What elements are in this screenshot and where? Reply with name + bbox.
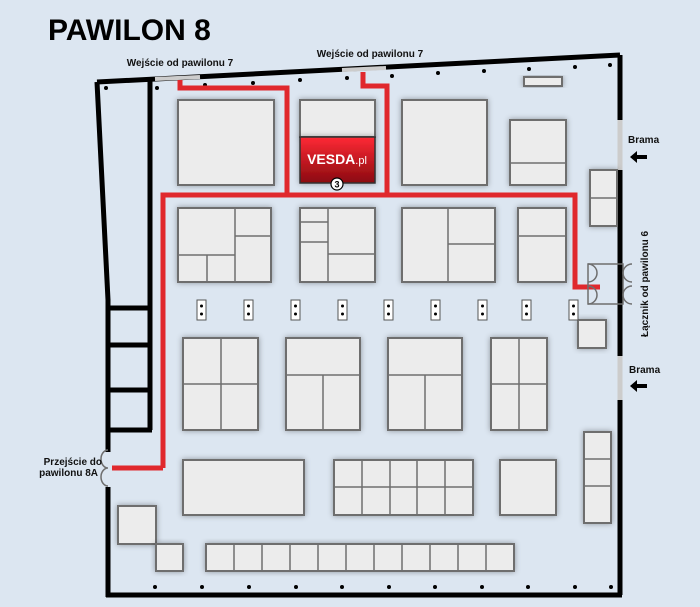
pillar xyxy=(383,299,394,321)
visitor-route xyxy=(112,72,600,471)
pillar xyxy=(568,299,579,321)
entrance-label-right: Wejście od pawilonu 7 xyxy=(317,49,424,60)
stand-block[interactable] xyxy=(205,543,515,572)
exhibitor-logo: VESDA.pl xyxy=(307,151,367,167)
wall-markers xyxy=(104,63,613,589)
pillar xyxy=(243,299,254,321)
stand-number: 3 xyxy=(334,180,339,190)
stand[interactable] xyxy=(401,99,488,186)
pillars xyxy=(196,299,579,321)
hall-title: PAWILON 8 xyxy=(48,14,211,47)
arrow-left-icon xyxy=(630,151,647,163)
stand[interactable] xyxy=(177,99,275,186)
pillar xyxy=(196,299,207,321)
pillar xyxy=(337,299,348,321)
exhibitor-stand-vesda[interactable]: VESDA.pl 3 xyxy=(299,136,376,191)
pillar xyxy=(430,299,441,321)
connector-label: Łącznik od pawilonu 6 xyxy=(640,230,651,337)
arrow-left-icon xyxy=(630,380,647,392)
stand[interactable] xyxy=(299,99,376,138)
stand-block[interactable] xyxy=(177,207,272,283)
stand-block[interactable] xyxy=(517,207,567,283)
entrance-label-left: Wejście od pawilonu 7 xyxy=(127,58,234,69)
stand[interactable] xyxy=(117,505,157,545)
stands xyxy=(117,76,618,572)
stand-number-badge xyxy=(330,177,344,191)
stand-block[interactable] xyxy=(299,207,376,283)
gate-label-bottom: Brama xyxy=(629,365,661,376)
stand[interactable] xyxy=(509,119,567,186)
pillar xyxy=(290,299,301,321)
pillar xyxy=(521,299,532,321)
stand[interactable] xyxy=(577,319,607,349)
stand-block[interactable] xyxy=(583,431,612,524)
gate-label-top: Brama xyxy=(628,135,660,146)
stand[interactable] xyxy=(182,459,305,516)
passage-label-line1: Przejście do xyxy=(44,457,102,468)
pillar xyxy=(477,299,488,321)
hall-walls xyxy=(94,52,623,598)
passage-label-line2: pawilonu 8A xyxy=(39,468,98,479)
stand[interactable] xyxy=(499,459,557,516)
stand[interactable] xyxy=(523,76,563,87)
stand[interactable] xyxy=(155,543,184,572)
connector-doors xyxy=(100,263,633,487)
